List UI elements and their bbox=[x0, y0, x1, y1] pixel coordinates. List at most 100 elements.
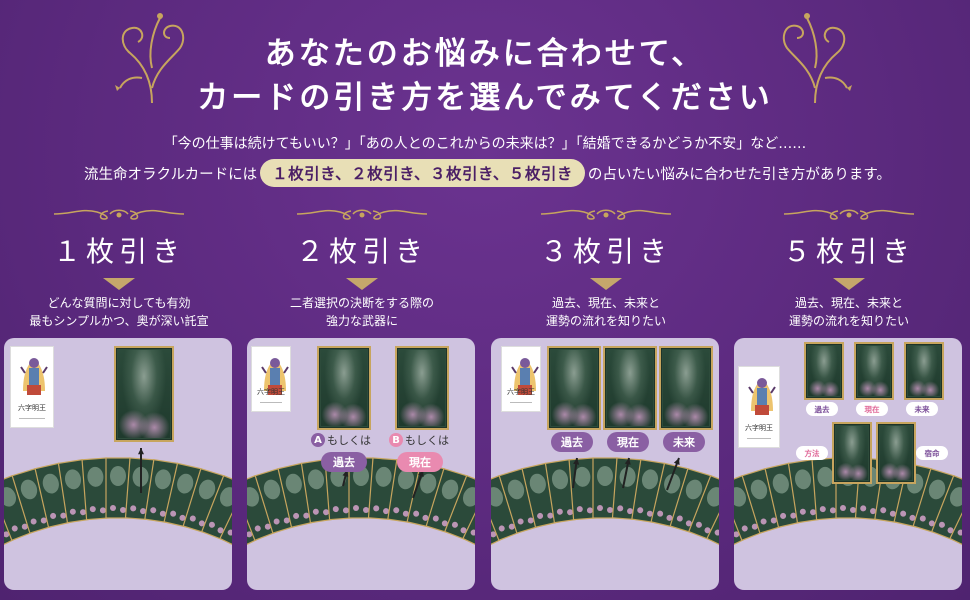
future-card bbox=[904, 342, 944, 400]
future-card bbox=[659, 346, 713, 430]
card-artwork bbox=[321, 350, 367, 426]
option-a-card bbox=[317, 346, 371, 430]
method-title: １枚引き bbox=[52, 235, 185, 268]
description-line1: 過去、現在、未来と bbox=[794, 296, 903, 310]
past-tag: 過去 bbox=[806, 402, 838, 416]
description-line2: 運勢の流れを知りたい bbox=[545, 314, 666, 328]
description-line2: 最もシンプルかつ、奥が深い託宣 bbox=[29, 314, 209, 328]
spread-panel: 六字明王 過去 現在 未来方法 宿命 bbox=[734, 338, 962, 590]
card-artwork bbox=[836, 426, 868, 480]
method-title: ５枚引き bbox=[782, 235, 915, 268]
past-card bbox=[547, 346, 601, 430]
card-artwork bbox=[118, 350, 170, 438]
deity-figure-icon bbox=[748, 378, 776, 415]
description-line2: 運勢の流れを知りたい bbox=[788, 314, 909, 328]
deity-figure-icon bbox=[261, 358, 289, 395]
method-column-5: ５枚引き過去、現在、未来と運勢の流れを知りたい六字明王 過去 現在 未来方法 宿命 bbox=[730, 200, 968, 600]
flourish-ornament-icon bbox=[782, 13, 852, 104]
drawn-card bbox=[114, 346, 174, 442]
deity-caption: 六字明王 bbox=[257, 388, 285, 396]
destiny-card bbox=[876, 422, 916, 484]
deity-figure-icon bbox=[511, 358, 539, 395]
method-description: 過去、現在、未来と運勢の流れを知りたい bbox=[487, 294, 725, 330]
fanned-deck bbox=[491, 457, 719, 550]
method-description: 二者選択の決断をする際の強力な武器に bbox=[243, 294, 481, 330]
method-description: 過去、現在、未来と運勢の流れを知りたい bbox=[730, 294, 968, 330]
card-artwork bbox=[908, 346, 940, 396]
spread-illustration bbox=[4, 448, 232, 550]
present-tag: 現在 bbox=[397, 452, 443, 472]
method-title: ２枚引き bbox=[295, 235, 428, 268]
future-tag: 未来 bbox=[663, 432, 705, 452]
card-artwork bbox=[880, 426, 912, 480]
arrow-up-icon bbox=[138, 448, 144, 493]
present-card bbox=[854, 342, 894, 400]
description-line1: 過去、現在、未来と bbox=[551, 296, 660, 310]
down-triangle-icon bbox=[346, 278, 378, 290]
arrow-up-icon bbox=[572, 457, 580, 489]
description-line1: 二者選択の決断をする際の bbox=[289, 296, 434, 310]
past-card bbox=[804, 342, 844, 400]
methods-prefix: 流生命オラクルカードには bbox=[84, 166, 258, 183]
card-artwork bbox=[858, 346, 890, 396]
arrow-up-icon bbox=[666, 457, 680, 491]
present-tag: 現在 bbox=[856, 402, 888, 416]
deity-card: 六字明王 bbox=[501, 346, 541, 412]
card-artwork bbox=[663, 350, 709, 426]
option-b-card bbox=[395, 346, 449, 430]
flourish-ornament-icon bbox=[115, 13, 185, 104]
methods-suffix: の占いたい悩みに合わせた引き方があります。 bbox=[587, 166, 891, 183]
arrow-up-icon bbox=[622, 457, 631, 489]
fanned-deck bbox=[4, 457, 232, 550]
deity-caption: 六字明王 bbox=[507, 388, 535, 396]
future-tag: 未来 bbox=[906, 402, 938, 416]
past-tag: 過去 bbox=[551, 432, 593, 452]
caption-underline bbox=[19, 418, 45, 419]
past-tag: 過去 bbox=[321, 452, 367, 472]
destiny-tag: 宿命 bbox=[916, 446, 948, 460]
questions-text: 「今の仕事は続けてもいい？」「あの人とのこれからの未来は？」「結婚できるかどうか… bbox=[163, 136, 807, 152]
caption-underline bbox=[510, 402, 532, 403]
present-card bbox=[603, 346, 657, 430]
method-column-1: １枚引きどんな質問に対しても有効最もシンプルかつ、奥が深い託宣六字明王 bbox=[0, 200, 238, 600]
deity-caption: 六字明王 bbox=[745, 424, 773, 432]
method-column-3: ３枚引き過去、現在、未来と運勢の流れを知りたい六字明王過去現在未来 bbox=[487, 200, 725, 600]
option-b-text: もしくは bbox=[405, 434, 449, 447]
headline-line1: あなたのお悩みに合わせて、 bbox=[264, 36, 706, 72]
divider-ornament-icon bbox=[783, 209, 915, 220]
down-triangle-icon bbox=[103, 278, 135, 290]
deity-caption: 六字明王 bbox=[18, 404, 46, 412]
down-triangle-icon bbox=[833, 278, 865, 290]
description-line1: どんな質問に対しても有効 bbox=[47, 296, 191, 310]
method-tag: 方法 bbox=[796, 446, 828, 460]
method-card bbox=[832, 422, 872, 484]
deity-card: 六字明王 bbox=[251, 346, 291, 412]
deity-card: 六字明王 bbox=[10, 346, 54, 428]
card-artwork bbox=[399, 350, 445, 426]
card-artwork bbox=[551, 350, 597, 426]
spread-panel: 六字明王 bbox=[4, 338, 232, 590]
caption-underline bbox=[260, 402, 282, 403]
option-b-badge: B bbox=[389, 433, 403, 447]
spread-panel: 六字明王過去現在未来 bbox=[491, 338, 719, 590]
option-a-badge: A bbox=[311, 433, 325, 447]
divider-ornament-icon bbox=[296, 209, 428, 220]
divider-ornament-icon bbox=[540, 209, 672, 220]
deity-card: 六字明王 bbox=[738, 366, 780, 448]
divider-ornament-icon bbox=[53, 209, 185, 220]
caption-underline bbox=[747, 438, 771, 439]
card-artwork bbox=[808, 346, 840, 396]
card-artwork bbox=[607, 350, 653, 426]
method-title: ３枚引き bbox=[539, 235, 672, 268]
present-tag: 現在 bbox=[607, 432, 649, 452]
option-a-text: もしくは bbox=[327, 434, 371, 447]
methods-highlight: １枚引き、２枚引き、３枚引き、５枚引き bbox=[260, 159, 585, 187]
down-triangle-icon bbox=[590, 278, 622, 290]
deity-figure-icon bbox=[20, 358, 48, 395]
spread-illustration bbox=[491, 457, 719, 550]
methods-sentence: 流生命オラクルカードには １枚引き、２枚引き、３枚引き、５枚引き の占いたい悩み… bbox=[15, 158, 960, 188]
